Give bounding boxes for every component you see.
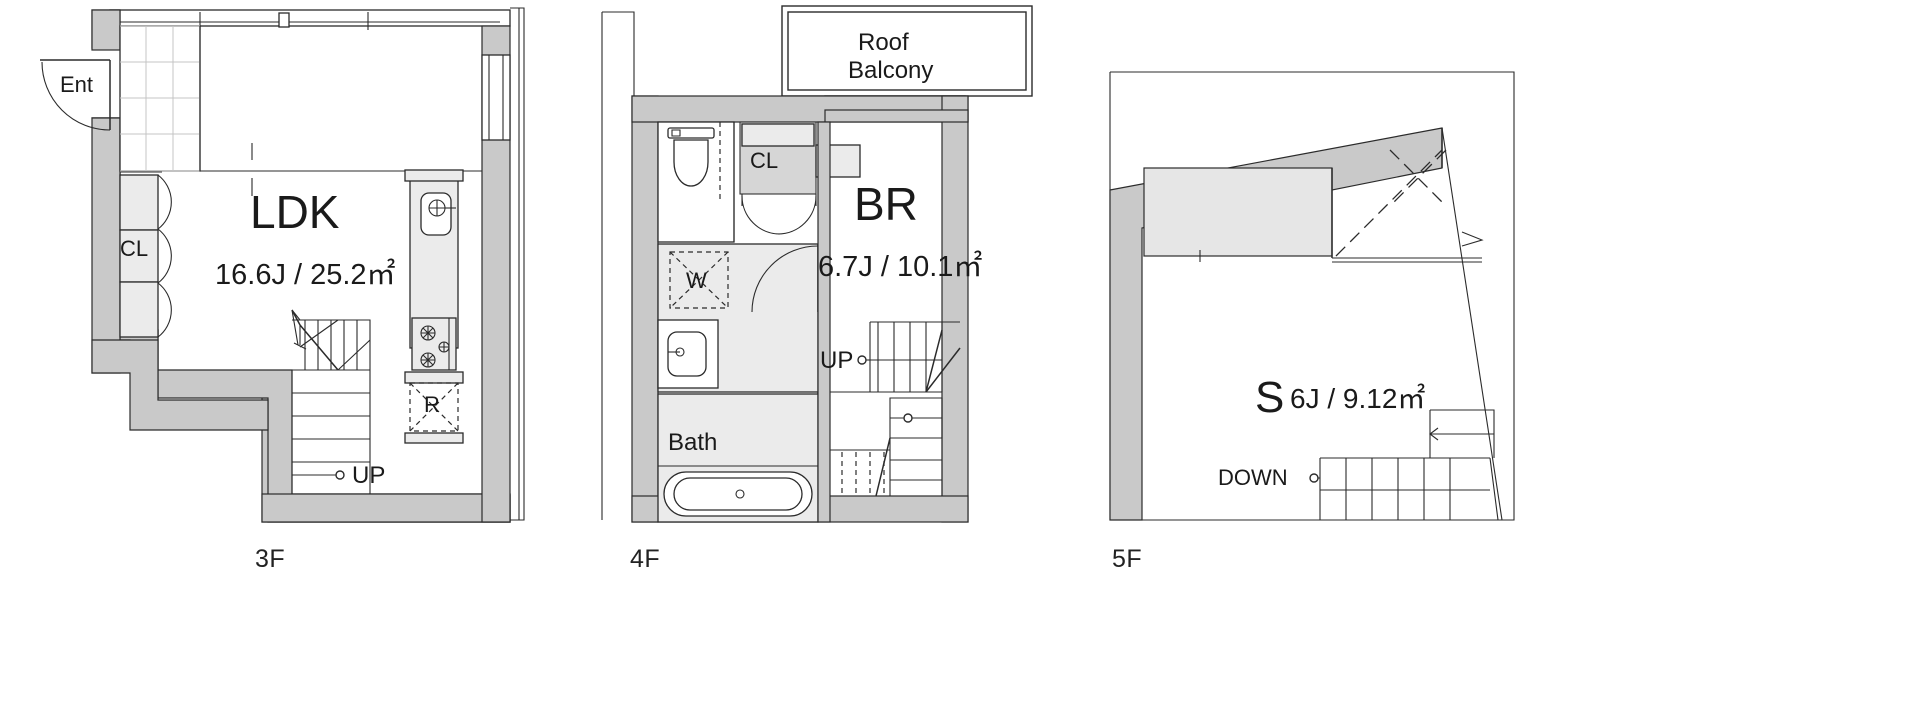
floor-plan-5f: S 6J / 9.12㎡ DOWN 5F — [1090, 0, 1530, 573]
floor-plan-4f: Roof Balcony CL — [590, 0, 1060, 573]
washer-label: W — [686, 268, 707, 293]
bath-label: Bath — [668, 429, 717, 456]
floor-plan-3f: Ent CL LDK 16.6J / 25.2㎡ — [0, 0, 560, 573]
floor-label-5f: 5F — [1112, 545, 1143, 573]
room-area-br: 6.7J / 10.1㎡ — [818, 250, 982, 283]
stairs-down-label-5f: DOWN — [1218, 465, 1288, 490]
floor-label-3f: 3F — [255, 545, 286, 573]
entrance-label: Ent — [60, 72, 93, 97]
room-name-br: BR — [854, 178, 918, 230]
refrigerator-label: R — [424, 392, 440, 417]
room-name-s: S — [1255, 373, 1284, 422]
closet-label-3f: CL — [120, 236, 148, 261]
room-area-s: 6J / 9.12㎡ — [1290, 383, 1425, 414]
room-name-ldk: LDK — [250, 186, 340, 238]
stairs-up-label-3f: UP — [352, 462, 385, 489]
roof-balcony-label-line1: Roof — [858, 29, 909, 56]
floor-label-4f: 4F — [630, 545, 661, 573]
room-area-ldk: 16.6J / 25.2㎡ — [215, 258, 396, 291]
closet-label-4f: CL — [750, 148, 778, 173]
stairs-up-label-4f: UP — [820, 347, 853, 374]
roof-balcony-label-line2: Balcony — [848, 57, 933, 84]
